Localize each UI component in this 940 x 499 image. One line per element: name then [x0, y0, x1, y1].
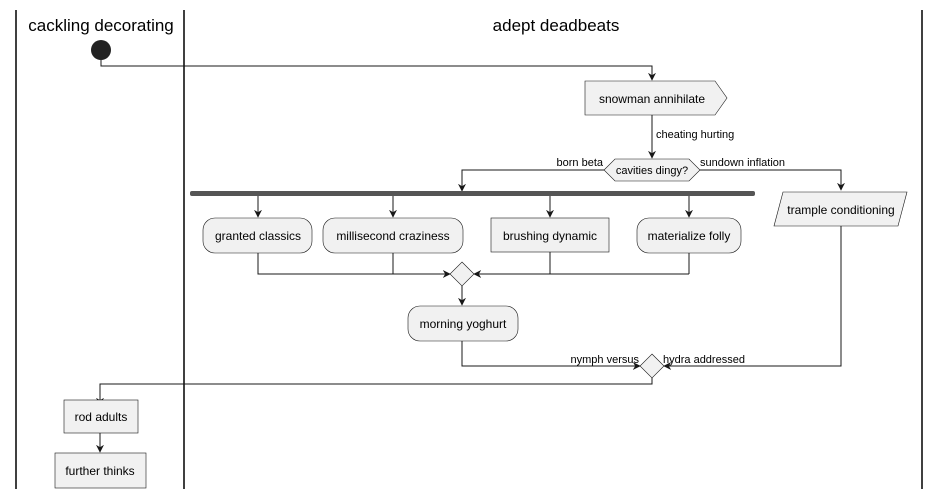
edge-merge-to-rod [96, 378, 653, 406]
edge-label-sundown-inflation: sundown inflation [700, 157, 785, 169]
action-trample-conditioning[interactable]: trample conditioning [773, 191, 908, 227]
merge-diamond-final[interactable] [639, 353, 665, 379]
action-rod-adults[interactable]: rod adults [63, 399, 139, 434]
action-millisecond-craziness[interactable]: millisecond craziness [322, 217, 464, 254]
edge-nymph-versus [461, 341, 641, 370]
action-brushing-dynamic[interactable]: brushing dynamic [490, 217, 610, 253]
edge-hydra-addressed [663, 226, 842, 370]
action-materialize-folly[interactable]: materialize folly [636, 217, 742, 254]
action-snowman-annihilate[interactable]: snowman annihilate [584, 80, 728, 116]
action-further-thinks[interactable]: further thinks [54, 452, 147, 489]
edge-label-nymph-versus: nymph versus [571, 354, 640, 366]
edge-brushing-to-merge [473, 252, 551, 278]
edge-born-beta [458, 169, 604, 192]
action-label: millisecond craziness [336, 229, 449, 243]
edge-sundown-inflation [700, 169, 845, 191]
merge-diamond[interactable] [449, 261, 475, 287]
action-label: further thinks [65, 464, 134, 478]
action-label: trample conditioning [787, 203, 894, 217]
fork-bar [190, 191, 755, 196]
action-label: rod adults [75, 410, 128, 424]
action-label: brushing dynamic [503, 229, 597, 243]
decision-label: cavities dingy? [616, 165, 688, 177]
action-label: morning yoghurt [420, 317, 507, 331]
edge-label-cheating-hurting: cheating hurting [656, 129, 734, 141]
start-node[interactable] [91, 40, 111, 60]
action-label: snowman annihilate [599, 92, 705, 106]
decision-cavities-dingy[interactable]: cavities dingy? [603, 158, 701, 182]
action-morning-yoghurt[interactable]: morning yoghurt [407, 305, 519, 342]
edge-start-to-snowman [100, 60, 656, 81]
action-label: granted classics [215, 229, 301, 243]
edge-granted-to-merge [257, 253, 451, 278]
action-granted-classics[interactable]: granted classics [202, 217, 313, 254]
edge-label-hydra-addressed: hydra addressed [663, 354, 745, 366]
edge-label-born-beta: born beta [557, 157, 604, 169]
swimlane-title-adept-deadbeats: adept deadbeats [493, 16, 620, 35]
swimlane-title-cackling-decorating: cackling decorating [28, 16, 174, 35]
action-label: materialize folly [648, 229, 731, 243]
